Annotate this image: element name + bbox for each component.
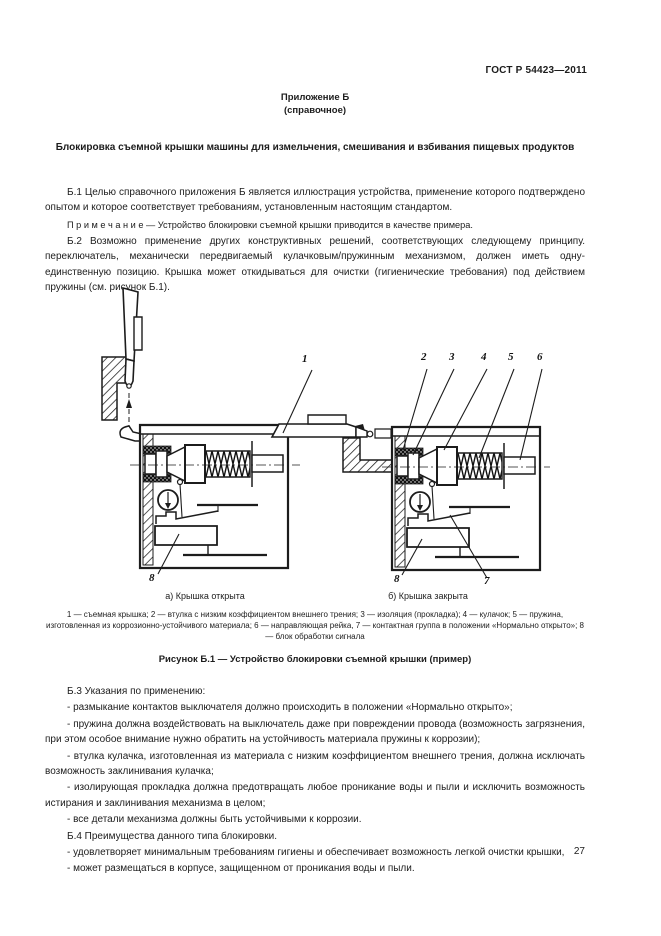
list-item: - может размещаться в корпусе, защищенно… <box>67 863 415 875</box>
paragraph-note: П р и м е ч а н и е — Устройство блокиро… <box>67 220 473 230</box>
closed-lid <box>272 415 391 438</box>
figure-b1: 1 2 3 4 5 6 8 8 7 <box>50 287 611 593</box>
callout-leaders <box>283 369 542 578</box>
lid-lock-diagram <box>50 287 611 593</box>
support-wall-hatch <box>102 357 127 420</box>
doc-code: ГОСТ Р 54423—2011 <box>485 65 587 76</box>
latch-hook <box>120 426 142 441</box>
list-item: - втулка кулачка, изготовленная из матер… <box>45 750 585 778</box>
arrow-up-icon <box>126 399 132 408</box>
mechanism-box-left <box>138 423 290 570</box>
section-b4-heading: Б.4 Преимущества данного типа блокировки… <box>67 830 277 842</box>
callout-6: 6 <box>537 351 543 363</box>
appendix-kind: (справочное) <box>283 105 347 116</box>
list-item: - все детали механизма должны быть устой… <box>67 814 362 826</box>
callout-3: 3 <box>449 351 455 363</box>
figure-title: Рисунок Б.1 — Устройство блокировки съем… <box>158 654 472 665</box>
figure-caption-b: б) Крышка закрыта <box>388 591 468 601</box>
figure-caption-a: а) Крышка открыта <box>165 591 245 601</box>
open-lid <box>123 288 142 388</box>
leader-8-left <box>158 534 179 574</box>
list-item: - удовлетворяет минимальным требованиям … <box>67 847 565 859</box>
callout-8-right: 8 <box>394 573 400 585</box>
paragraph-b2: Б.2 Возможно применение других конструкт… <box>45 236 585 293</box>
page-number: 27 <box>573 846 585 857</box>
diagram-lid-open <box>102 288 300 574</box>
paragraph-b1: Б.1 Целью справочного приложения Б являе… <box>45 187 585 214</box>
section-b3-heading: Б.3 Указания по применению: <box>67 686 206 697</box>
diagram-lid-closed <box>272 369 550 578</box>
list-item: - размыкание контактов выключателя должн… <box>67 702 513 714</box>
callout-5: 5 <box>508 351 514 363</box>
callout-7: 7 <box>484 575 490 587</box>
callout-4: 4 <box>481 351 487 363</box>
list-item: - изолирующая прокладка должна предотвра… <box>45 782 585 809</box>
sections-b3-b4: Б.3 Указания по применению: - размыкание… <box>45 684 585 878</box>
page-title: Блокировка съемной крышки машины для изм… <box>55 142 575 153</box>
appendix-label: Приложение Б <box>280 92 350 103</box>
figure-legend: 1 — съемная крышка; 2 — втулка с низким … <box>45 610 584 641</box>
list-item: - пружина должна воздействовать на выклю… <box>45 718 585 746</box>
mechanism-box-right <box>390 425 542 572</box>
callout-1: 1 <box>302 353 308 365</box>
callout-2: 2 <box>421 351 427 363</box>
callout-8-left: 8 <box>149 572 155 584</box>
